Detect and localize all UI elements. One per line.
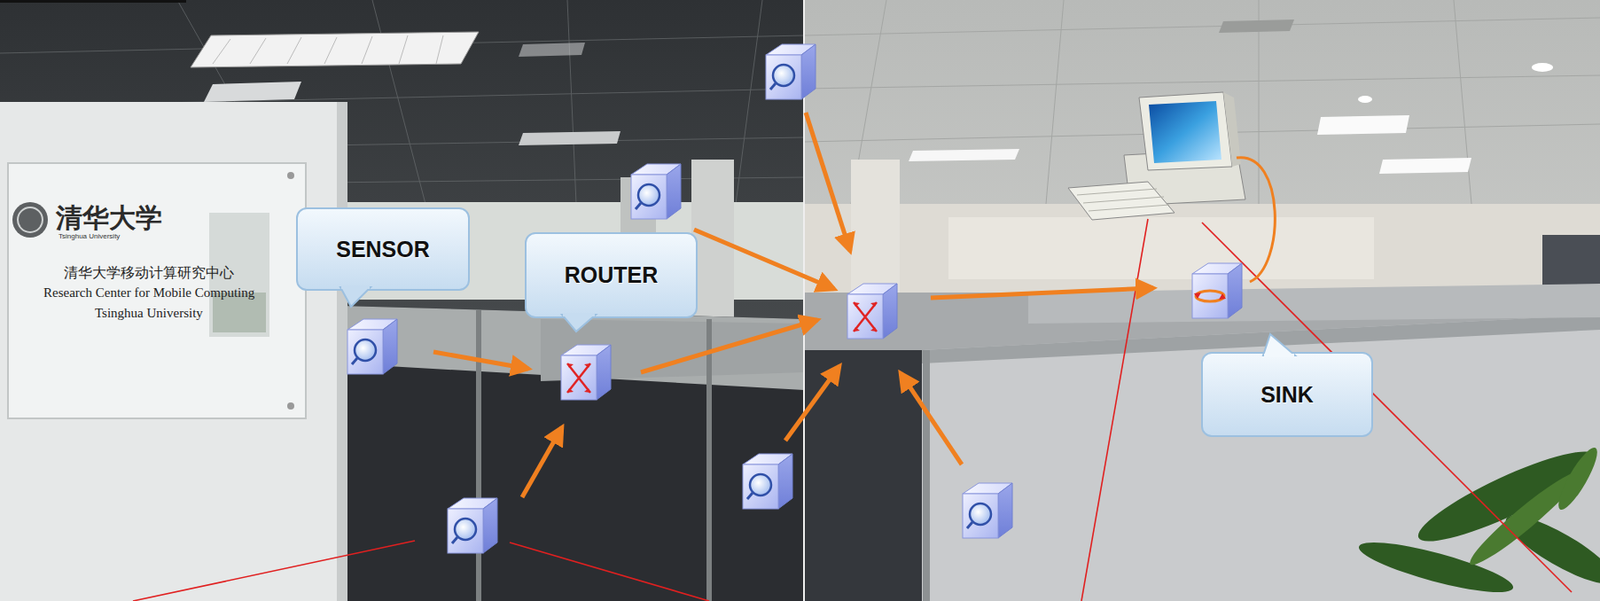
callout-tail — [1202, 353, 1204, 355]
callout-box: SENSOR — [296, 207, 470, 291]
callout-text: ROUTER — [555, 262, 668, 289]
sign-text: Tsinghua University — [94, 305, 203, 321]
sign-text: 清华大学 — [55, 200, 163, 237]
callout-text: SINK — [1251, 382, 1323, 408]
sign-text: Research Center for Mobile Computing — [43, 285, 255, 301]
callout-box: SINK — [1201, 351, 1374, 438]
computer-icon — [1068, 92, 1246, 220]
data-flow-arrow — [433, 112, 1154, 498]
callout-box: ROUTER — [524, 232, 698, 319]
sign-text: 清华大学移动计算研究中心 — [63, 264, 235, 283]
callout-text: SENSOR — [327, 236, 439, 263]
callout-tail — [526, 234, 528, 235]
sign-text: Tsinghua University — [58, 232, 120, 241]
callout-tail — [297, 209, 299, 211]
